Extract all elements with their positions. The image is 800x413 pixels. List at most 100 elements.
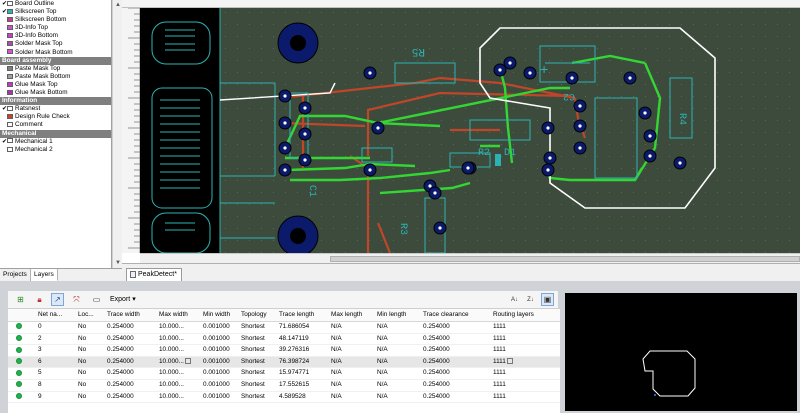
table-cell[interactable]: 0.254000 [105,321,157,334]
table-cell[interactable]: 1111 [491,367,560,380]
lock-icon[interactable]: 🔒︎ [37,295,42,304]
table-cell[interactable]: 0.001000 [201,333,239,346]
column-header[interactable]: Trace clearance [421,309,491,322]
table-cell[interactable]: 0.254000 [105,379,157,392]
table-cell[interactable]: 2 [36,333,76,346]
layer-item[interactable]: Glue Mask Top [0,81,111,89]
table-cell[interactable]: No [76,344,105,357]
table-cell[interactable]: 39.276316 [277,344,329,357]
column-header[interactable]: Max length [329,309,375,322]
table-cell[interactable]: 9 [36,391,76,404]
table-cell[interactable]: No [76,321,105,334]
column-header[interactable]: Min width [201,309,239,322]
table-cell[interactable]: N/A [375,391,421,404]
table-cell[interactable]: 0.001000 [201,356,239,369]
layer-item[interactable]: ✔Silkscreen Top [0,8,111,16]
layer-color-swatch[interactable] [7,114,13,120]
layer-item[interactable]: Paste Mask Top [0,65,111,73]
table-cell[interactable]: N/A [375,356,421,369]
table-cell[interactable]: N/A [329,344,375,357]
table-cell[interactable]: No [76,379,105,392]
column-header[interactable]: Min length [375,309,421,322]
layer-item[interactable]: Mechanical 2 [0,146,111,154]
layer-color-swatch[interactable] [7,106,13,112]
table-cell[interactable]: 0.254000 [105,391,157,404]
layer-item[interactable]: Comment [0,121,111,129]
table-cell[interactable]: Shortest [239,379,277,392]
table-cell[interactable]: 1111 [491,391,560,404]
table-cell[interactable]: 4.589528 [277,391,329,404]
table-cell[interactable]: 0.254000 [105,367,157,380]
table-cell[interactable]: 1111 [491,356,560,369]
table-cell[interactable]: N/A [329,391,375,404]
layer-item[interactable]: ✔Mechanical 1 [0,138,111,146]
layer-color-swatch[interactable] [7,89,13,95]
table-cell[interactable]: N/A [329,321,375,334]
table-cell[interactable]: N/A [329,333,375,346]
table-cell[interactable]: 0.254000 [105,344,157,357]
scroll-down-arrow-icon[interactable]: ▼ [115,260,121,266]
export-button[interactable]: Export ▾ [110,294,136,306]
table-cell[interactable]: 10.000... [157,321,201,334]
layer-item[interactable]: Solder Mask Top [0,40,111,48]
layer-color-swatch[interactable] [7,33,13,39]
table-cell[interactable]: 5 [36,367,76,380]
table-cell[interactable]: 0 [36,321,76,334]
layer-color-swatch[interactable] [7,122,13,128]
layer-color-swatch[interactable] [7,0,13,6]
table-cell[interactable]: N/A [375,367,421,380]
route-icon[interactable]: ↗ [51,293,64,306]
table-cell[interactable]: 0.254000 [421,356,491,369]
column-header[interactable]: Topology [239,309,277,322]
table-cell[interactable]: 48.147119 [277,333,329,346]
table-cell[interactable]: No [76,367,105,380]
table-cell[interactable]: No [76,333,105,346]
layer-color-swatch[interactable] [7,8,13,14]
layer-color-swatch[interactable] [7,138,13,144]
layer-item[interactable]: Design Rule Check [0,113,111,121]
table-cell[interactable]: 0.254000 [105,356,157,369]
table-cell[interactable]: 10.000... [157,391,201,404]
table-cell[interactable]: 1111 [491,379,560,392]
table-cell[interactable]: Shortest [239,333,277,346]
table-cell[interactable]: 76.398724 [277,356,329,369]
layer-item[interactable]: 3D-Info Bottom [0,32,111,40]
table-cell[interactable]: 0.001000 [201,321,239,334]
layer-group-header[interactable]: Board assembly [0,56,111,65]
table-cell[interactable]: 8 [36,379,76,392]
table-cell[interactable]: 17.552615 [277,379,329,392]
cell-edit-icon[interactable] [184,358,191,365]
column-header[interactable]: Net na... [36,309,76,322]
table-cell[interactable]: N/A [375,379,421,392]
table-cell[interactable]: 0.254000 [421,321,491,334]
board-minimap[interactable] [565,293,797,411]
table-cell[interactable]: 10.000... [157,344,201,357]
layer-checkbox[interactable]: ✔ [2,9,8,16]
cell-edit-icon[interactable] [506,358,513,365]
table-cell[interactable]: 3 [36,344,76,357]
table-cell[interactable]: N/A [375,321,421,334]
table-cell[interactable]: 71.686054 [277,321,329,334]
horizontal-scrollbar[interactable] [140,253,800,263]
table-cell[interactable]: 0.001000 [201,344,239,357]
pcb-canvas[interactable]: R5 R2 D1 R4 C2 C1 R3 + [140,8,800,253]
layer-color-swatch[interactable] [7,17,13,22]
table-cell[interactable]: 1111 [491,321,560,334]
tab-projects[interactable]: Projects [0,269,31,281]
layer-group-header[interactable]: Information [0,97,111,106]
scrollbar-thumb[interactable] [330,256,800,262]
column-header[interactable]: Max width [157,309,201,322]
layer-color-swatch[interactable] [7,73,13,79]
table-cell[interactable]: 0.254000 [421,379,491,392]
table-cell[interactable]: Shortest [239,321,277,334]
sort-ascending-icon[interactable]: A↓ [510,297,518,303]
layer-item[interactable]: Solder Mask Bottom [0,49,111,57]
table-cell[interactable]: 0.001000 [201,391,239,404]
table-cell[interactable]: 10.000... [157,356,201,369]
layer-color-swatch[interactable] [7,49,13,55]
